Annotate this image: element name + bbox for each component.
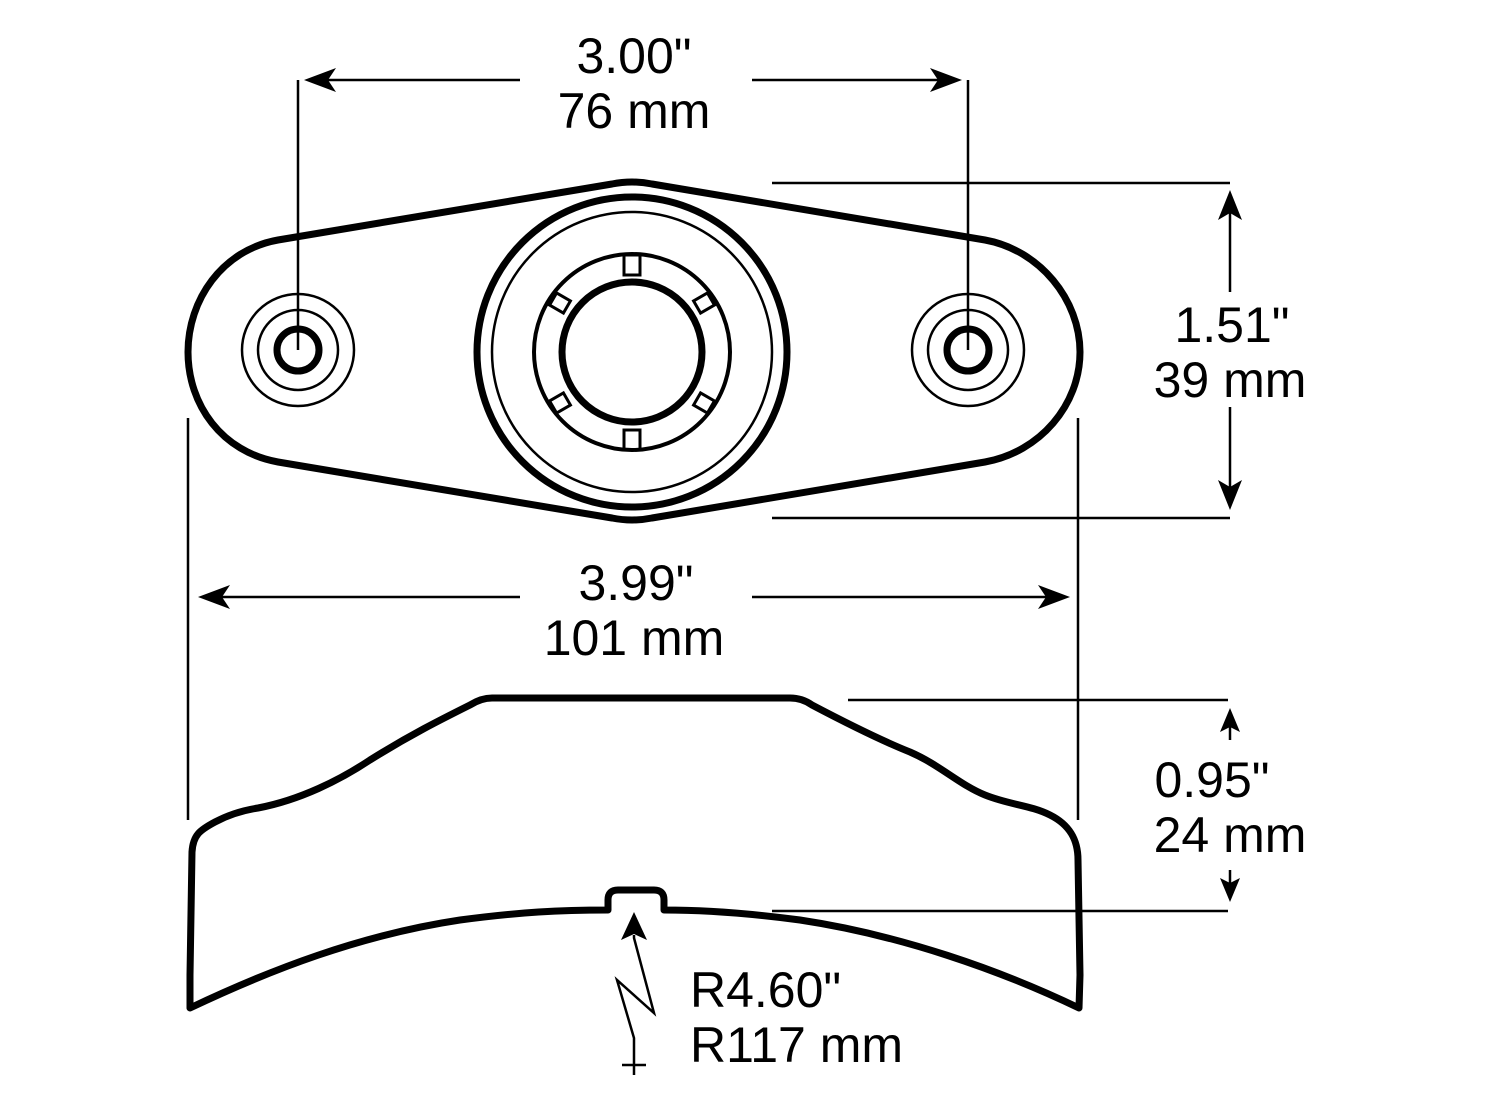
base-radius-mm: R117 mm — [690, 1017, 903, 1073]
arrow-up-icon — [621, 912, 647, 940]
top-height-mm: 39 mm — [1154, 352, 1307, 408]
base-radius-inches: R4.60" — [690, 962, 841, 1018]
arrow-left-icon — [198, 585, 230, 609]
side-height-mm: 24 mm — [1154, 807, 1307, 863]
top-height-inches: 1.51" — [1174, 297, 1289, 353]
dimension-top-height: 1.51" 39 mm — [772, 181, 1307, 520]
bracket-outline — [184, 178, 1084, 524]
arrow-left-icon — [304, 68, 336, 92]
arrow-right-icon — [930, 68, 962, 92]
overall-width-mm: 101 mm — [544, 610, 725, 666]
dimension-base-radius: R4.60" R117 mm — [614, 912, 903, 1075]
arrow-down-icon — [1218, 480, 1242, 510]
center-boss-inner — [490, 210, 774, 494]
hole-spacing-mm: 76 mm — [558, 83, 711, 139]
arrow-right-icon — [1038, 585, 1070, 609]
side-view — [186, 694, 1084, 1012]
side-profile-outline — [186, 694, 1084, 1012]
dimension-overall-width: 3.99" 101 mm — [186, 418, 1080, 820]
dimension-side-height: 0.95" 24 mm — [772, 698, 1307, 913]
socket-keys — [547, 253, 717, 452]
arrow-down-icon — [1220, 878, 1240, 902]
overall-width-inches: 3.99" — [578, 555, 693, 611]
center-boss-outer — [473, 193, 791, 511]
arrow-up-icon — [1218, 190, 1242, 220]
socket-bore — [558, 278, 706, 426]
hole-spacing-inches: 3.00" — [576, 28, 691, 84]
side-height-inches: 0.95" — [1154, 752, 1269, 808]
radius-leader-line — [614, 935, 657, 1075]
dimension-hole-spacing: 3.00" 76 mm — [296, 28, 970, 350]
arrow-up-icon — [1220, 708, 1240, 732]
top-view — [184, 178, 1084, 524]
